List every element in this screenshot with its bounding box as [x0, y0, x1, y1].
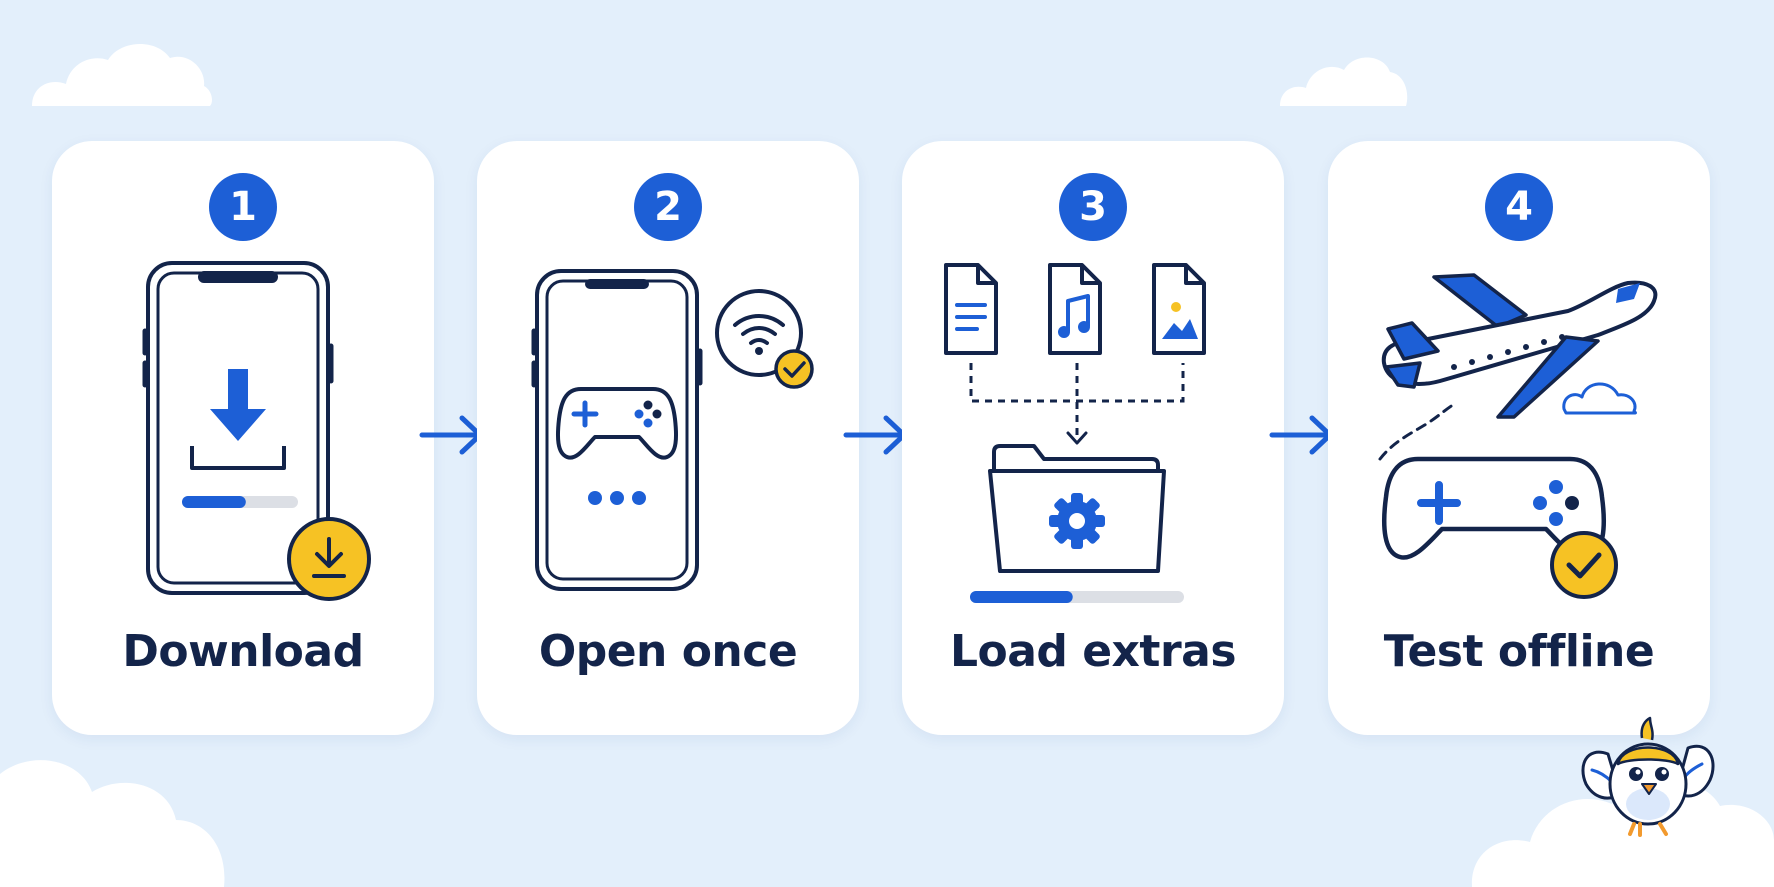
step-label: Load extras	[949, 626, 1237, 677]
step-number-badge: 1	[209, 173, 277, 241]
cloud-icon	[1562, 382, 1637, 415]
bird-mascot-icon	[1581, 716, 1715, 837]
step-label: Download	[122, 626, 364, 677]
extras-progress-fill	[970, 591, 1073, 603]
image-file-icon	[1152, 263, 1206, 355]
music-file-icon	[1048, 263, 1102, 355]
folder-gear-icon	[988, 444, 1166, 573]
airplane-gamepad-icon	[1378, 273, 1658, 599]
step-card-load-extras: 3	[902, 141, 1284, 735]
download-progress-fill	[182, 496, 246, 508]
cloud-icon	[0, 760, 225, 887]
cloud-icon	[32, 43, 212, 106]
step-number-badge: 4	[1485, 173, 1553, 241]
step-card-download: 1 Download	[52, 141, 434, 735]
cloud-icon	[1471, 780, 1774, 887]
phone-download-icon	[142, 261, 371, 601]
airplane-icon	[1378, 273, 1658, 461]
gamepad-icon	[1382, 456, 1606, 560]
step-card-test-offline: 4	[1328, 141, 1710, 735]
step-label: Open once	[538, 626, 798, 677]
cloud-icon	[1280, 57, 1408, 106]
document-file-icon	[944, 263, 998, 355]
step-label: Test offline	[1383, 626, 1655, 677]
step-number-badge: 2	[634, 173, 702, 241]
phone-gamepad-wifi-icon	[531, 269, 814, 591]
step-card-open-once: 2 Open once	[477, 141, 859, 735]
files-to-folder-icon	[944, 263, 1206, 603]
step-number-badge: 3	[1059, 173, 1127, 241]
